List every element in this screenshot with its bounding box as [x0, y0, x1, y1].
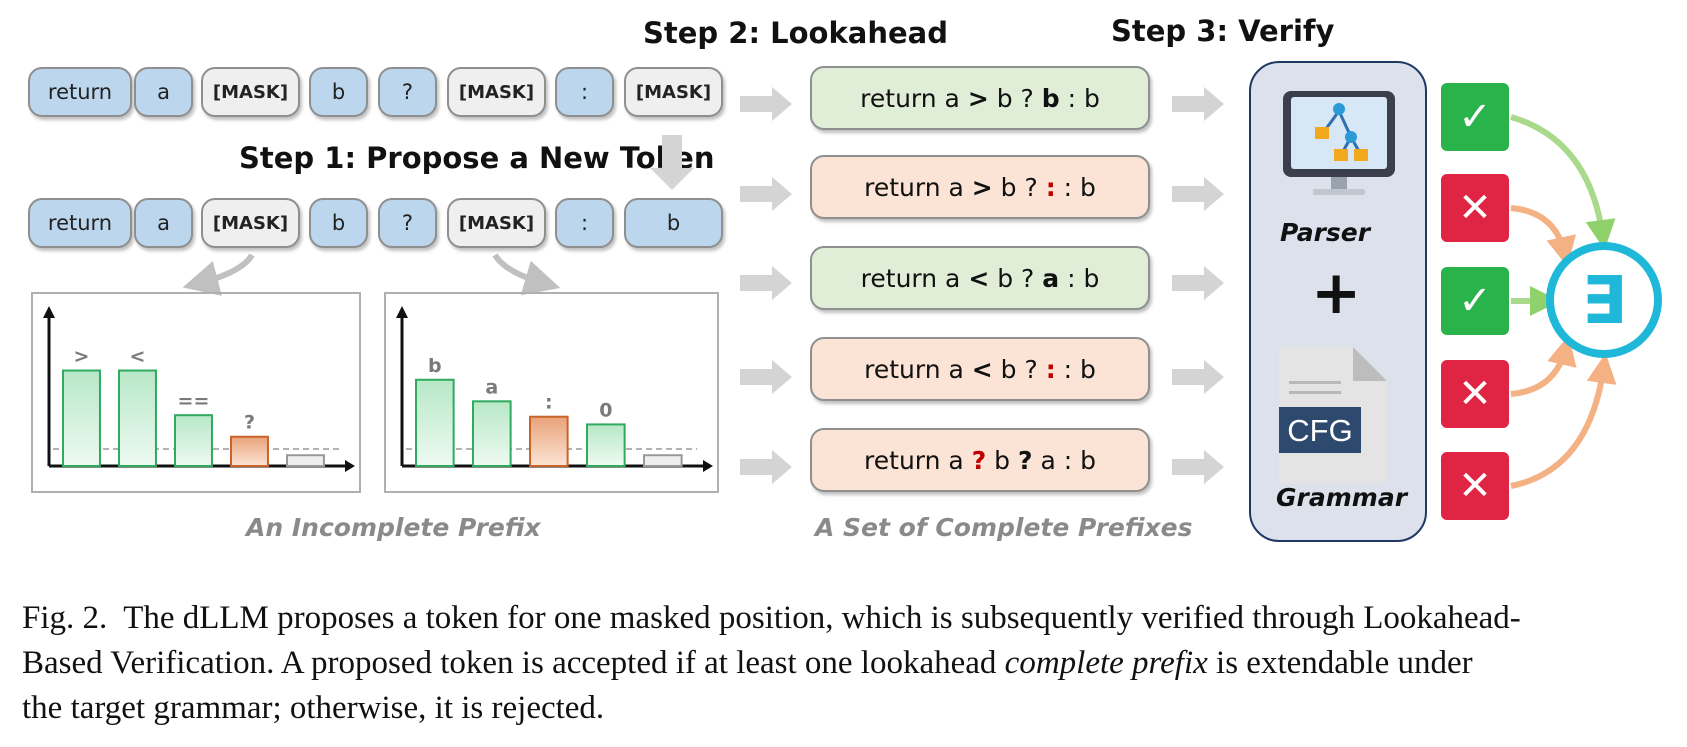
block-arrows-right: [1172, 87, 1224, 484]
bar-label: b: [428, 355, 442, 377]
step1-title: Step 1: Propose a New Token: [239, 141, 715, 175]
token-mask: [MASK]: [447, 67, 546, 117]
bar-0: [586, 423, 626, 467]
prefix-1: return a > b ? b : b: [810, 66, 1150, 130]
bar-<: [118, 369, 157, 467]
token-return: return: [28, 198, 132, 248]
prefix-2: return a > b ? : : b: [810, 155, 1150, 219]
bar-label: 0: [599, 399, 612, 421]
step3-title: Step 3: Verify: [1111, 14, 1335, 48]
token-question: ?: [378, 198, 437, 248]
verifier-panel: Parser + CFG Grammar: [1249, 61, 1427, 542]
plus-sign: +: [1311, 258, 1362, 328]
accept-curve-1: [1510, 114, 1616, 250]
token-b: b: [309, 198, 368, 248]
probability-chart-2: b a: 0: [384, 292, 719, 493]
bar-:: [529, 415, 569, 467]
down-arrow: [650, 135, 694, 190]
bar-label: ==: [178, 390, 210, 412]
bar-label: >: [74, 346, 90, 368]
bar-?: [230, 435, 269, 468]
parser-monitor-icon: [1283, 91, 1395, 195]
figure-caption: Fig. 2. The dLLM proposes a token for on…: [22, 596, 1672, 731]
cfg-text: CFG: [1287, 413, 1352, 448]
token-colon: :: [555, 67, 614, 117]
prefix-5: return a ? b ? a : b: [810, 428, 1150, 492]
token-a: a: [134, 198, 193, 248]
bar-label: :: [545, 392, 553, 414]
token-a: a: [134, 67, 193, 117]
x-axis-arrowhead: [345, 460, 355, 472]
parser-label: Parser: [1280, 218, 1371, 247]
complete-prefixes-caption: A Set of Complete Prefixes: [815, 513, 1193, 542]
token-mask: [MASK]: [447, 198, 546, 248]
curved-arrow-left: [182, 253, 255, 296]
token-b-proposed: b: [624, 198, 723, 248]
caption-line-1: Fig. 2. The dLLM proposes a token for on…: [22, 600, 1521, 636]
bar-==: [174, 414, 213, 467]
accept-check-icon: ✓: [1441, 267, 1509, 335]
bar-a: [472, 400, 512, 467]
caption-line-3: the target grammar; otherwise, it is rej…: [22, 690, 605, 726]
bar-label: a: [485, 376, 498, 398]
prefix-3: return a < b ? a : b: [810, 246, 1150, 310]
block-arrows-left: [740, 87, 792, 484]
reject-cross-icon: ✕: [1441, 174, 1509, 242]
probability-chart-1: > < ==?: [31, 292, 361, 493]
prefix-4: return a < b ? : : b: [810, 337, 1150, 401]
reject-curve-2: [1510, 205, 1576, 267]
token-colon: :: [555, 198, 614, 248]
chart-2-plot: b a: 0: [396, 306, 713, 472]
bar-b: [415, 378, 455, 467]
chart-1-plot: > < ==?: [43, 306, 355, 472]
reject-curve-5: [1510, 353, 1617, 489]
token-return: return: [28, 67, 132, 117]
reject-curve-4: [1510, 335, 1577, 397]
bar->: [62, 369, 101, 467]
token-mask: [MASK]: [201, 198, 300, 248]
token-mask: [MASK]: [624, 67, 723, 117]
token-question: ?: [378, 67, 437, 117]
bar-label: ?: [244, 412, 255, 434]
step2-title: Step 2: Lookahead: [643, 16, 948, 50]
curved-arrow-right: [492, 253, 561, 296]
x-axis-arrowhead: [703, 460, 713, 472]
reject-cross-icon: ✕: [1441, 360, 1509, 428]
reject-cross-icon: ✕: [1441, 452, 1509, 520]
bar-other: [286, 454, 325, 468]
incomplete-prefix-caption: An Incomplete Prefix: [246, 513, 541, 542]
y-axis-arrowhead: [43, 306, 55, 318]
grammar-label: Grammar: [1276, 483, 1408, 512]
cfg-document-icon: CFG: [1279, 347, 1387, 483]
bar-other: [643, 454, 683, 468]
bar-label: <: [130, 346, 146, 368]
y-axis-arrowhead: [396, 306, 408, 318]
exists-result-icon: ∃: [1546, 242, 1662, 358]
token-mask: [MASK]: [201, 67, 300, 117]
accept-check-icon: ✓: [1441, 83, 1509, 151]
token-b: b: [309, 67, 368, 117]
caption-line-2: Based Verification. A proposed token is …: [22, 645, 1473, 681]
